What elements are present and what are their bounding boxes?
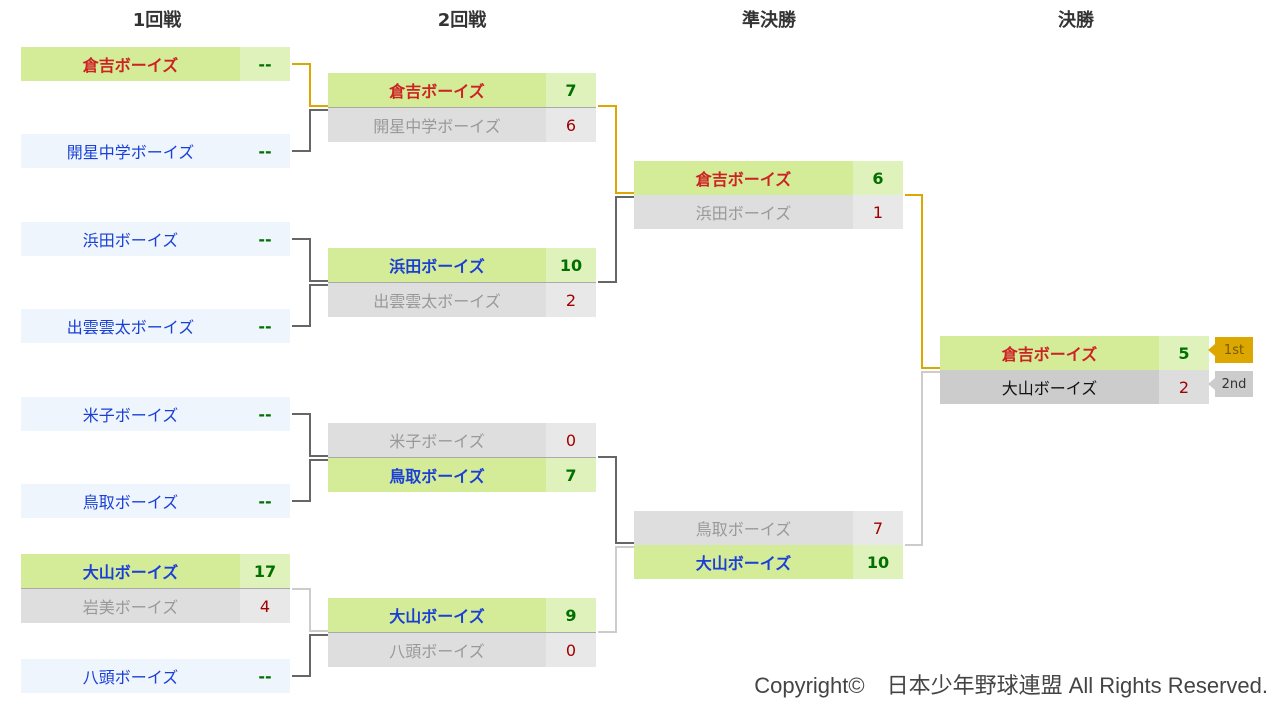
copyright: Copyright© 日本少年野球連盟 All Rights Reserved.: [754, 673, 1268, 698]
team-name: 出雲雲太ボーイズ: [21, 309, 240, 343]
team-score: 7: [853, 511, 903, 545]
team-score: 10: [546, 248, 596, 282]
team-name: 出雲雲太ボーイズ: [328, 283, 546, 317]
team-score: 4: [240, 589, 290, 623]
team-name: 倉吉ボーイズ: [634, 161, 853, 195]
team-name: 岩美ボーイズ: [21, 589, 240, 623]
connector: [292, 413, 328, 457]
round-1-header: 1回戦: [132, 10, 182, 31]
team-score: --: [240, 309, 290, 343]
team-score: --: [240, 484, 290, 518]
team-score: 9: [546, 598, 596, 632]
connector: [598, 456, 634, 544]
semifinal-header: 準決勝: [742, 10, 796, 31]
team-name: 八頭ボーイズ: [328, 633, 546, 667]
team-row[interactable]: 米子ボーイズ--: [21, 397, 290, 431]
team-score: 0: [546, 423, 596, 457]
team-score: --: [240, 397, 290, 431]
second-place-badge: 2nd: [1208, 371, 1253, 397]
team-score: --: [240, 222, 290, 256]
team-name: 開星中学ボーイズ: [328, 108, 546, 142]
team-score: 7: [546, 73, 596, 107]
team-name: 鳥取ボーイズ: [21, 484, 240, 518]
team-score: 2: [1159, 370, 1209, 404]
team-name: 倉吉ボーイズ: [328, 73, 546, 107]
team-score: --: [240, 134, 290, 168]
team-name: 八頭ボーイズ: [21, 659, 240, 693]
team-score: 10: [853, 545, 903, 579]
team-score: 6: [853, 161, 903, 195]
team-name: 大山ボーイズ: [940, 370, 1159, 404]
team-score: --: [240, 659, 290, 693]
team-name: 浜田ボーイズ: [328, 248, 546, 282]
team-name: 米子ボーイズ: [21, 397, 240, 431]
team-name: 倉吉ボーイズ: [940, 336, 1159, 370]
connector: [292, 63, 328, 107]
team-row[interactable]: 倉吉ボーイズ--: [21, 47, 290, 81]
team-row[interactable]: 鳥取ボーイズ--: [21, 484, 290, 518]
team-name: 大山ボーイズ: [634, 545, 853, 579]
team-name: 大山ボーイズ: [21, 554, 240, 588]
team-row[interactable]: 出雲雲太ボーイズ--: [21, 309, 290, 343]
connector: [598, 105, 634, 194]
team-score: 7: [546, 458, 596, 492]
team-score: 17: [240, 554, 290, 588]
team-score: 1: [853, 195, 903, 229]
team-name: 鳥取ボーイズ: [328, 458, 546, 492]
round-2-header: 2回戦: [437, 10, 487, 31]
connector: [598, 546, 634, 633]
team-name: 倉吉ボーイズ: [21, 47, 240, 81]
connector: [905, 371, 940, 546]
team-row[interactable]: 開星中学ボーイズ--: [21, 134, 290, 168]
team-name: 鳥取ボーイズ: [634, 511, 853, 545]
connector: [905, 194, 940, 369]
team-score: --: [240, 47, 290, 81]
team-row[interactable]: 八頭ボーイズ--: [21, 659, 290, 693]
team-row[interactable]: 浜田ボーイズ--: [21, 222, 290, 256]
connector: [292, 284, 328, 327]
team-score: 6: [546, 108, 596, 142]
first-place-badge: 1st: [1208, 337, 1253, 363]
team-score: 5: [1159, 336, 1209, 370]
connector: [598, 196, 634, 283]
final-header: 決勝: [1058, 10, 1094, 31]
team-score: 0: [546, 633, 596, 667]
team-score: 2: [546, 283, 596, 317]
team-name: 米子ボーイズ: [328, 423, 546, 457]
connector: [292, 459, 328, 502]
connector: [292, 588, 328, 632]
team-name: 開星中学ボーイズ: [21, 134, 240, 168]
connector: [292, 238, 328, 282]
team-name: 大山ボーイズ: [328, 598, 546, 632]
connector: [292, 109, 328, 152]
connector: [292, 634, 328, 677]
team-name: 浜田ボーイズ: [634, 195, 853, 229]
team-name: 浜田ボーイズ: [21, 222, 240, 256]
